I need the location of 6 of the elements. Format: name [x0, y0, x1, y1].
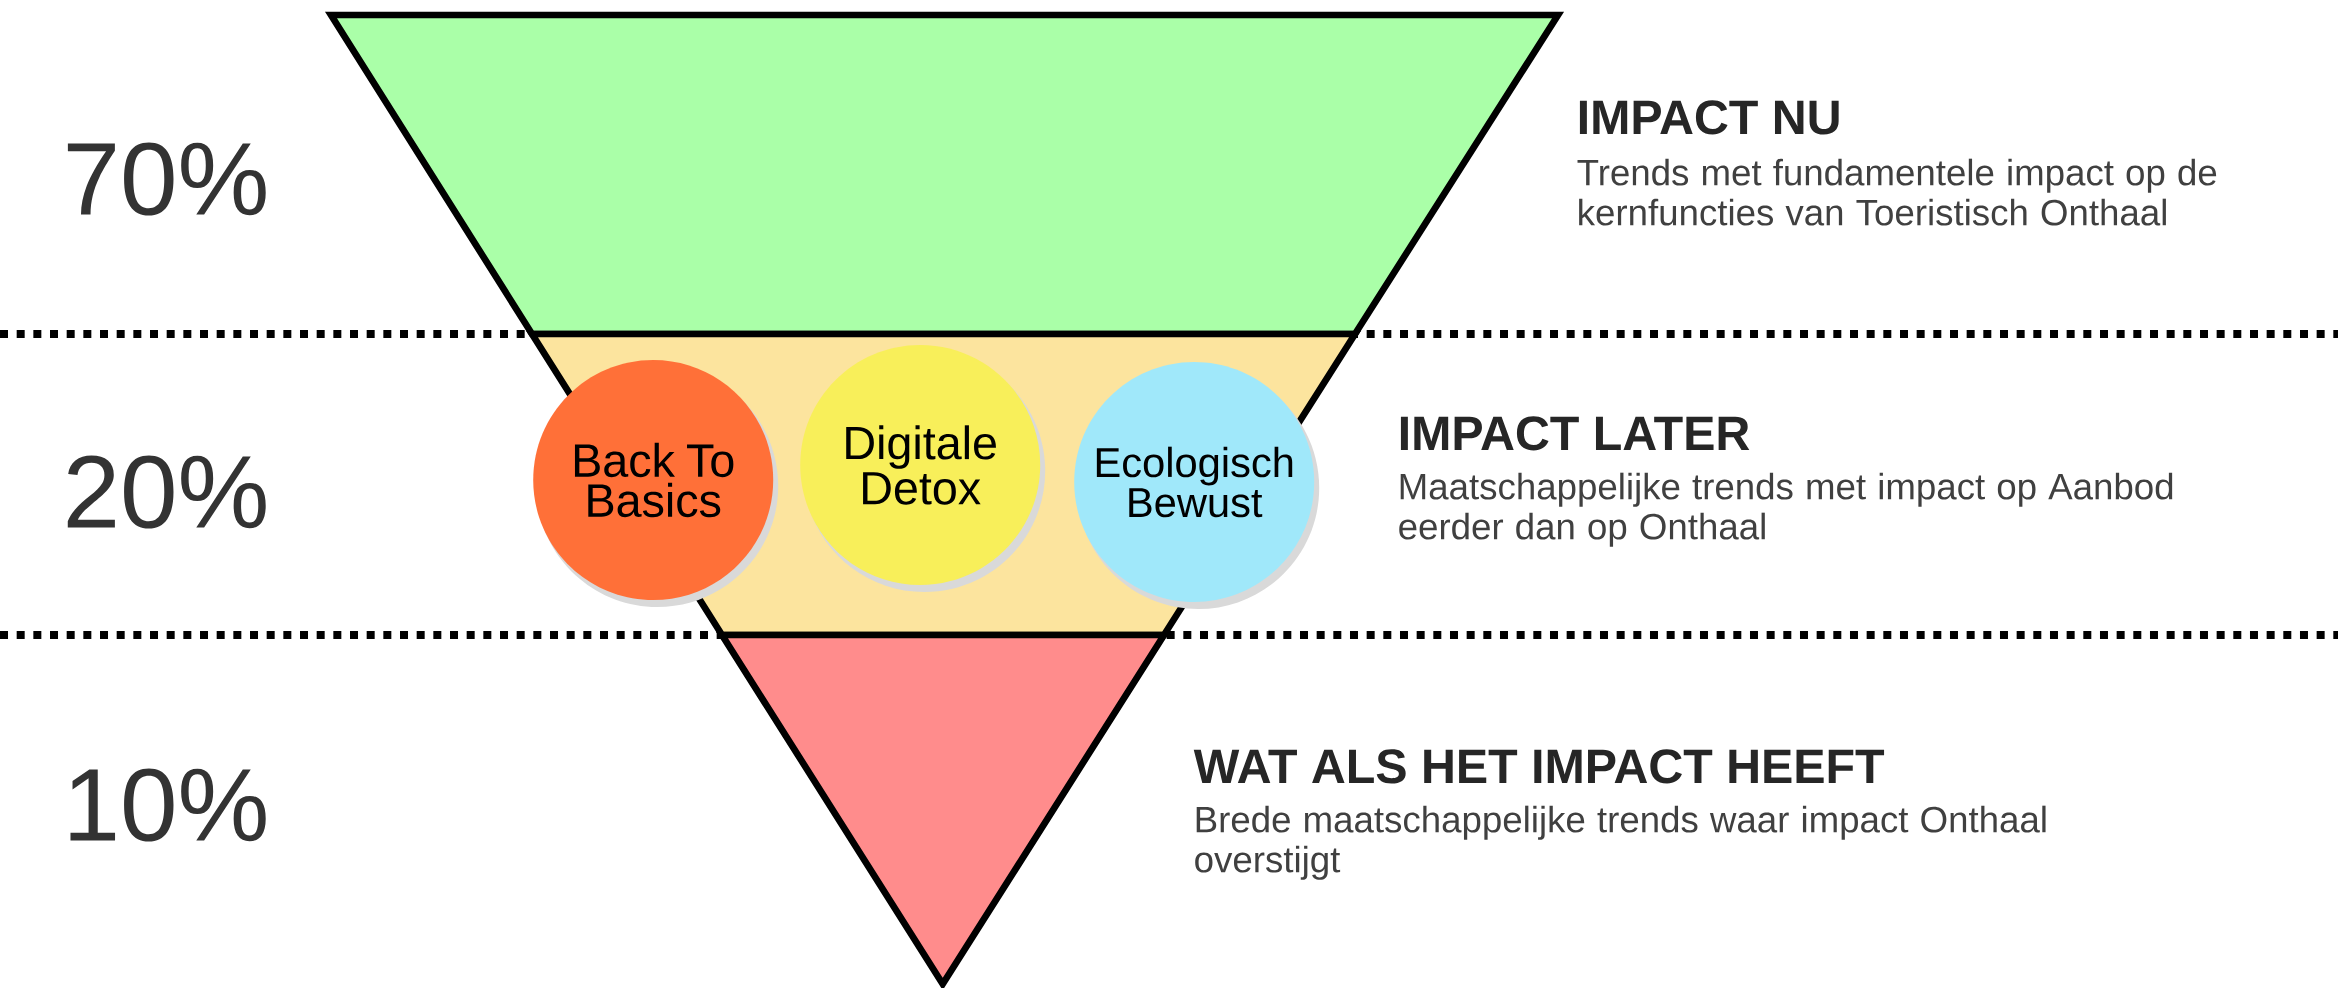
percentage-label: 70%: [67, 142, 266, 216]
heading: WAT ALS HET IMPACT HEEFT: [1193, 749, 1885, 784]
heading: IMPACT LATER: [1400, 416, 1750, 451]
description: Maatschappelijke trends met impact op Aanbod eerder dan op Onthaal: [1399, 472, 2173, 547]
percentage-label: 20%: [67, 455, 266, 529]
percentage-label: 10%: [70, 768, 266, 842]
